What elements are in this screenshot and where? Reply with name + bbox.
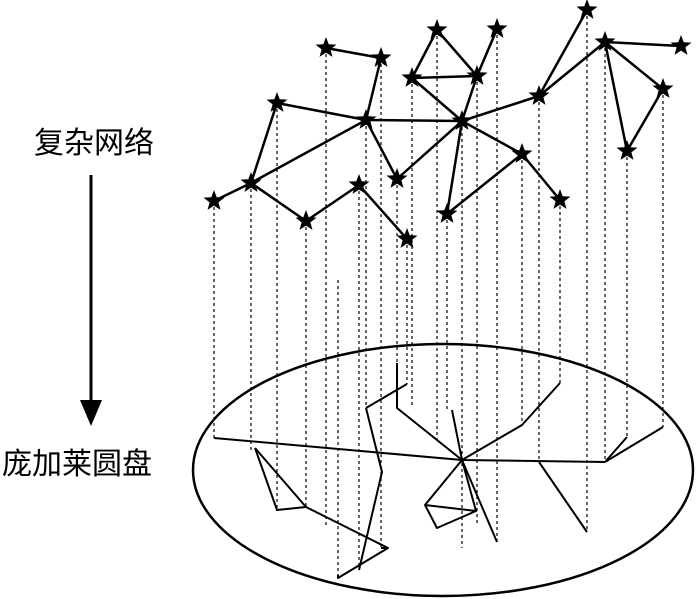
star-icon — [386, 168, 408, 188]
star-icon — [396, 228, 418, 248]
star-icon — [616, 140, 638, 160]
star-icon — [466, 65, 488, 85]
disk-edge — [305, 506, 389, 549]
network-edge — [410, 28, 479, 80]
disk-edge — [461, 459, 498, 543]
network-edge — [250, 181, 408, 240]
star-icon — [549, 189, 571, 209]
disk-edge — [337, 547, 389, 579]
star-icon — [528, 85, 550, 105]
star-icon — [486, 18, 508, 38]
star-icon — [295, 210, 317, 230]
network-edge — [603, 41, 665, 153]
disk-edge — [213, 437, 606, 463]
star-icon — [576, 0, 598, 19]
network-edge — [213, 118, 367, 203]
network-nodes — [203, 0, 692, 248]
star-icon — [203, 190, 225, 210]
down-arrow-icon — [80, 175, 102, 426]
complex-network-label: 复杂网络 — [34, 126, 154, 161]
disk-edge — [604, 426, 664, 463]
star-icon — [240, 172, 262, 192]
disk-edge — [538, 461, 588, 533]
disk-edge — [396, 363, 463, 461]
star-icon — [436, 203, 458, 223]
star-icon — [652, 78, 674, 98]
star-icon — [315, 37, 337, 57]
disk-edge — [365, 383, 408, 409]
star-icon — [511, 143, 533, 163]
disk-edge — [461, 382, 561, 461]
star-icon — [426, 19, 448, 39]
disk-edge — [254, 447, 307, 511]
embedded-network — [213, 363, 664, 579]
star-icon — [401, 67, 423, 87]
network-edge — [249, 102, 279, 184]
star-icon — [594, 31, 616, 51]
star-icon — [370, 47, 392, 67]
star-icon — [451, 110, 473, 130]
disk-edge — [358, 407, 383, 571]
poincare-disk-label: 庞加莱圆盘 — [2, 447, 152, 482]
star-icon — [355, 109, 377, 129]
network-edge — [364, 57, 383, 121]
star-icon — [670, 35, 692, 55]
network-edge — [396, 119, 464, 215]
star-icon — [348, 174, 370, 194]
disk-edge — [604, 436, 628, 463]
network-edge — [364, 119, 399, 180]
network-edge — [325, 46, 382, 60]
star-icon — [266, 92, 288, 112]
poincare-disk — [191, 342, 695, 598]
projection-lines — [213, 10, 664, 578]
network-edge — [446, 153, 523, 215]
disk-edge — [424, 504, 477, 529]
network-edge — [411, 77, 463, 122]
